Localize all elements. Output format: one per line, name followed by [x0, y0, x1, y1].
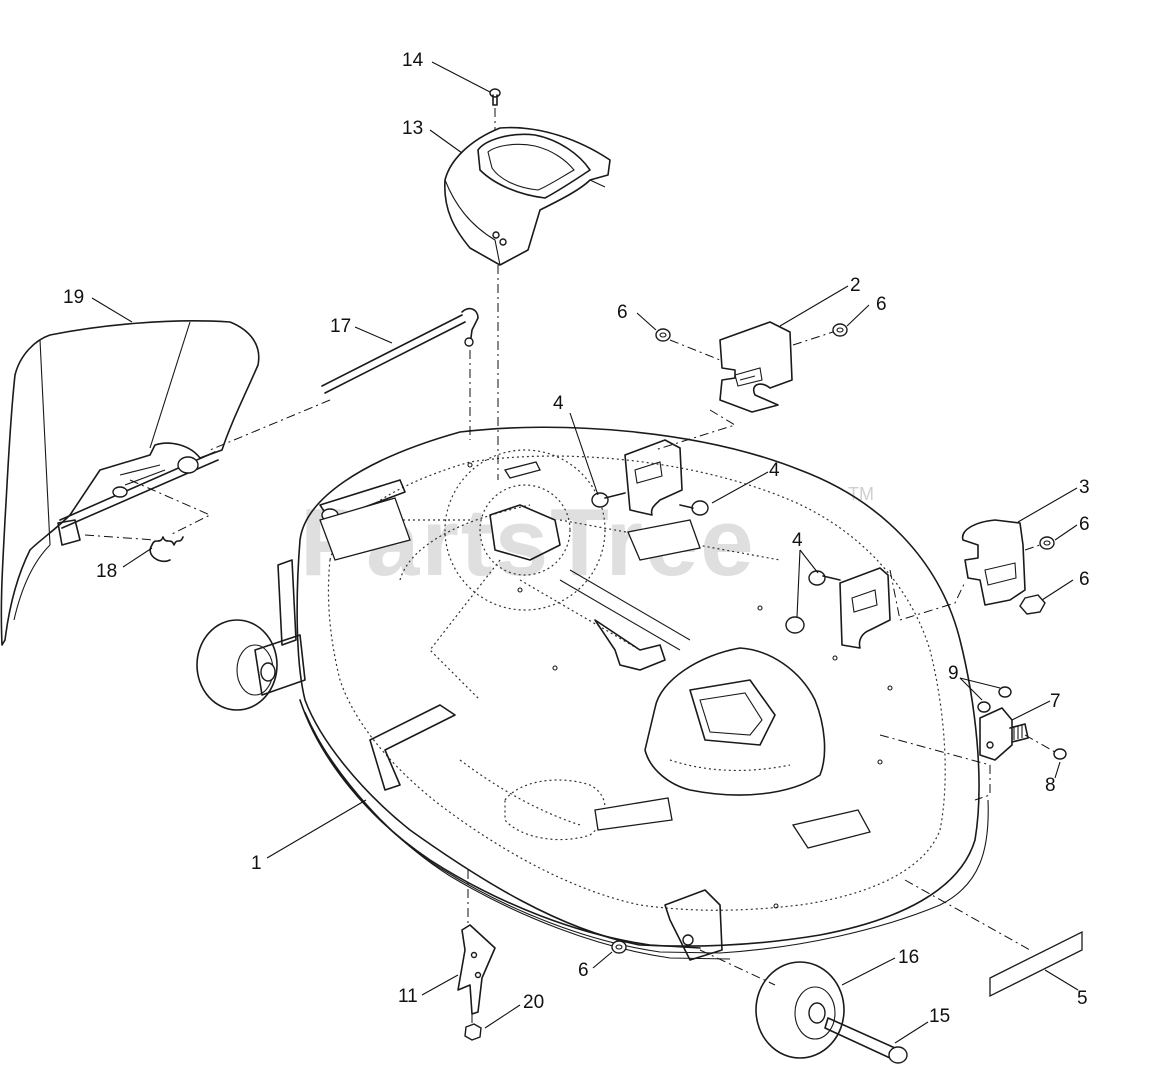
callout-9: 9 [948, 663, 959, 684]
nut-part-20 [464, 1023, 482, 1041]
callout-labels: 14 13 19 17 2 6 6 4 4 3 6 4 6 18 9 7 8 1… [63, 50, 1090, 1027]
front-wheel-assembly [664, 889, 908, 1064]
callout-5: 5 [1077, 988, 1088, 1009]
bracket-part-2 [719, 321, 793, 413]
fitting-part-7 [979, 707, 1029, 761]
callout-6-upper-left: 6 [617, 302, 628, 323]
callout-19: 19 [63, 287, 84, 308]
mower-deck-part-1 [296, 426, 989, 960]
callout-14: 14 [402, 50, 424, 71]
screw-part-14 [489, 88, 501, 106]
callout-17: 17 [330, 316, 351, 337]
callout-15: 15 [929, 1006, 950, 1027]
callout-18: 18 [96, 561, 117, 582]
washer-6-upper-right [832, 323, 848, 337]
washer-6-right-upper [1039, 536, 1055, 550]
leader-lines [91, 61, 1079, 1044]
deck-decal-left [319, 497, 411, 561]
callout-11: 11 [398, 986, 418, 1007]
nut-6-right-lower [1019, 594, 1046, 615]
right-pivot-bracket [785, 567, 891, 649]
callout-13: 13 [402, 118, 423, 139]
callout-4-center: 4 [553, 393, 564, 414]
bracket-part-3 [961, 519, 1026, 606]
callout-3: 3 [1079, 477, 1090, 498]
washer-6-front [611, 940, 627, 954]
callout-7: 7 [1050, 691, 1061, 712]
callout-4-right: 4 [769, 460, 780, 481]
left-caster-assembly [196, 559, 306, 711]
callout-1: 1 [251, 853, 262, 874]
decal-part-5 [989, 930, 1083, 998]
callout-6-upper-right: 6 [876, 294, 887, 315]
wheel-part-16 [755, 961, 845, 1059]
screws-part-9 [977, 686, 1012, 713]
watermark-trademark: TM [848, 484, 874, 504]
washer-part-8 [1053, 748, 1067, 760]
spring-part-18 [149, 536, 184, 563]
deck-decal-front [594, 797, 673, 831]
callout-20: 20 [523, 992, 544, 1013]
deck-decal-right [791, 809, 871, 849]
callout-4-pivot: 4 [792, 530, 803, 551]
callout-16: 16 [898, 947, 919, 968]
rod-part-17 [321, 307, 479, 394]
callout-6-front: 6 [578, 960, 589, 981]
deck-decal-center [627, 519, 701, 561]
callout-2: 2 [850, 275, 861, 296]
callout-6-right-upper: 6 [1079, 514, 1090, 535]
deflector-part-19 [0, 320, 260, 646]
bracket-part-11 [457, 924, 496, 1015]
callout-6-right-lower: 6 [1079, 569, 1090, 590]
center-pivot-bracket [591, 439, 709, 516]
washer-6-upper-left [655, 328, 671, 342]
callout-8: 8 [1045, 775, 1056, 796]
spindle-cover-part-13 [444, 126, 611, 266]
